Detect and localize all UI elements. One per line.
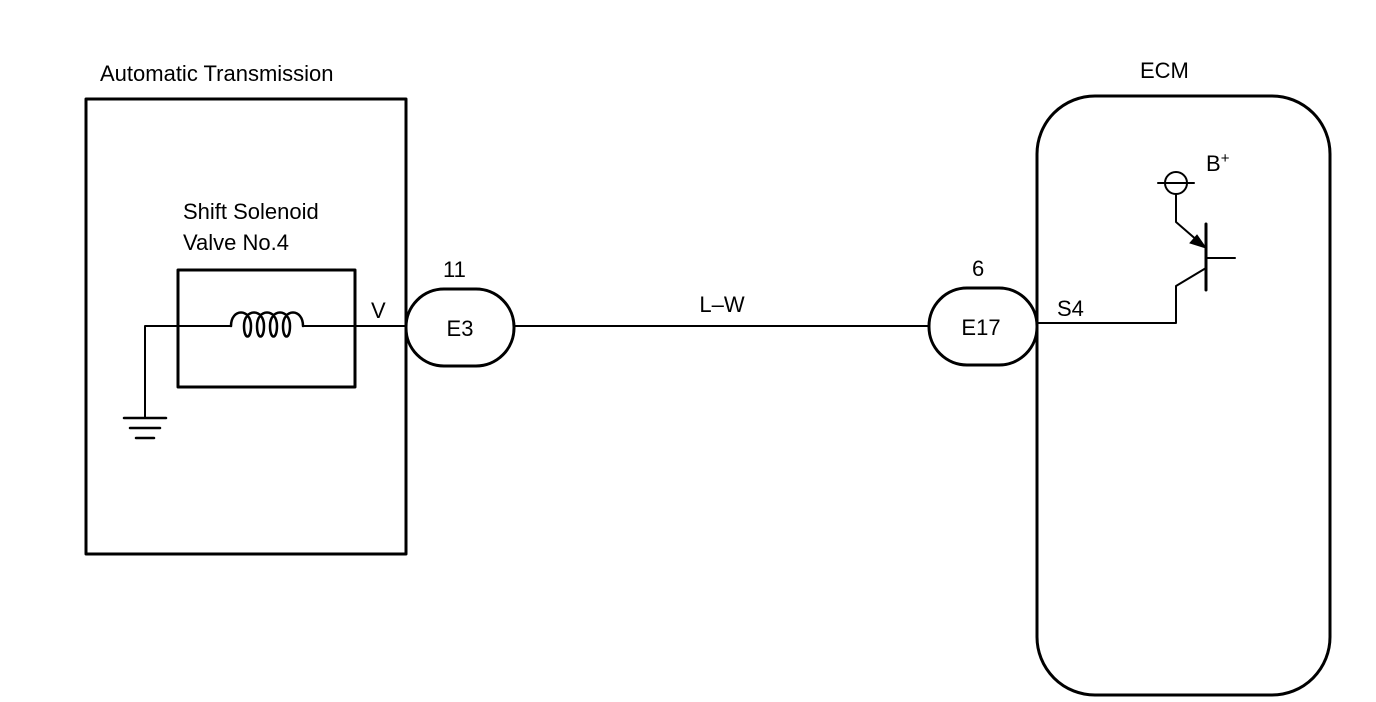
connector-e3: 11 E3 — [404, 257, 516, 368]
connector-e3-pin: 11 — [443, 257, 466, 282]
automatic-transmission-title: Automatic Transmission — [100, 61, 334, 86]
ecm-block: ECM S4 B+ — [1035, 58, 1332, 697]
connector-e17-pin: 6 — [972, 256, 984, 281]
emitter-arrow-icon — [1189, 234, 1208, 249]
supply-terminal-icon — [1157, 171, 1195, 203]
supply-label: B+ — [1206, 150, 1230, 176]
ground-icon — [122, 416, 168, 440]
terminal-v-label: V — [371, 298, 386, 323]
transistor-icon — [1175, 201, 1236, 292]
connector-e3-shape — [404, 287, 516, 368]
coil-icon — [229, 311, 305, 338]
wire-color-label: L–W — [699, 292, 744, 317]
solenoid-housing — [176, 268, 357, 389]
ecm-title: ECM — [1140, 58, 1189, 83]
ecm-box — [1035, 94, 1332, 697]
connector-e17-label: E17 — [961, 315, 1000, 340]
solenoid-label-line2: Valve No.4 — [183, 230, 289, 255]
ecm-input-wire — [1036, 267, 1207, 324]
ground-wire — [144, 325, 232, 419]
solenoid-label-line1: Shift Solenoid — [183, 199, 319, 224]
connector-e17: 6 E17 — [927, 256, 1039, 367]
connector-e3-label: E3 — [447, 316, 474, 341]
harness-wire: L–W — [513, 292, 930, 327]
automatic-transmission-block: Automatic Transmission Shift Solenoid Va… — [84, 61, 408, 556]
terminal-s4-label: S4 — [1057, 296, 1084, 321]
supply-label-main: B — [1206, 151, 1221, 176]
supply-label-superscript: + — [1221, 150, 1230, 167]
